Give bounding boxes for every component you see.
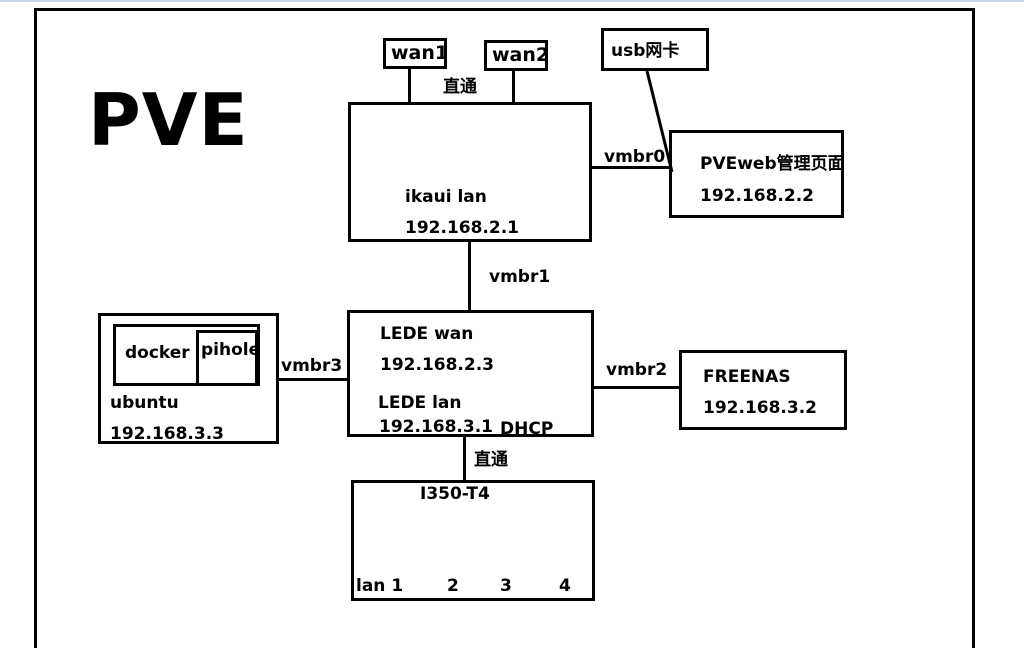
pve-web-ip: 192.168.2.2 [700,186,815,206]
docker-label: docker [125,343,190,363]
pihole-label: pihole [201,340,261,360]
vmbr3-link [278,378,348,381]
nic-port-4: 4 [559,576,571,596]
nic-port-1: lan 1 [356,576,404,596]
vmbr3-label: vmbr3 [281,356,343,376]
passthrough-bottom-link [463,437,466,482]
diagram-title: PVE [88,78,249,162]
nic-port-2: 2 [447,576,459,596]
usb-nic-label: usb网卡 [611,41,680,61]
vmbr2-link [594,386,682,389]
i350-name: I350-T4 [420,484,490,504]
lede-lan-name: LEDE lan [378,393,462,413]
window-top-border [0,0,1024,2]
passthrough-top-label: 直通 [443,77,477,97]
ikuai-ip: 192.168.2.1 [405,218,520,238]
lede-dhcp: DHCP [500,419,554,439]
ubuntu-box [98,313,279,444]
lede-wan-ip: 192.168.2.3 [380,355,495,375]
vmbr1-label: vmbr1 [489,267,551,287]
ikuai-box [348,102,592,242]
freenas-name: FREENAS [703,367,791,387]
lede-box [347,310,594,437]
wan1-label: wan1 [391,42,449,64]
passthrough-bottom-label: 直通 [474,450,508,470]
pve-web-name: PVEweb管理页面 [700,154,845,174]
pihole-box [196,330,258,386]
ikuai-name: ikaui lan [405,187,487,207]
wan2-box [484,40,548,71]
nic-port-3: 3 [500,576,512,596]
freenas-box [679,350,847,430]
lede-wan-name: LEDE wan [380,324,474,344]
diagram-frame [34,8,975,648]
pve-web-box [669,130,844,218]
vmbr2-label: vmbr2 [606,360,668,380]
docker-box [113,324,260,386]
wan1-box [383,38,447,69]
wan2-label: wan2 [492,44,550,66]
usb-nic-box [601,28,709,71]
vmbr0-label: vmbr0 [604,147,666,167]
wan2-link [512,71,515,105]
vmbr1-link [468,242,471,312]
i350-box [351,480,595,601]
freenas-ip: 192.168.3.2 [703,398,818,418]
ubuntu-ip: 192.168.3.3 [110,424,225,444]
wan1-link [408,69,411,105]
ubuntu-name: ubuntu [110,393,179,413]
lede-lan-ip: 192.168.3.1 [379,417,494,437]
vmbr0-link [592,166,672,169]
